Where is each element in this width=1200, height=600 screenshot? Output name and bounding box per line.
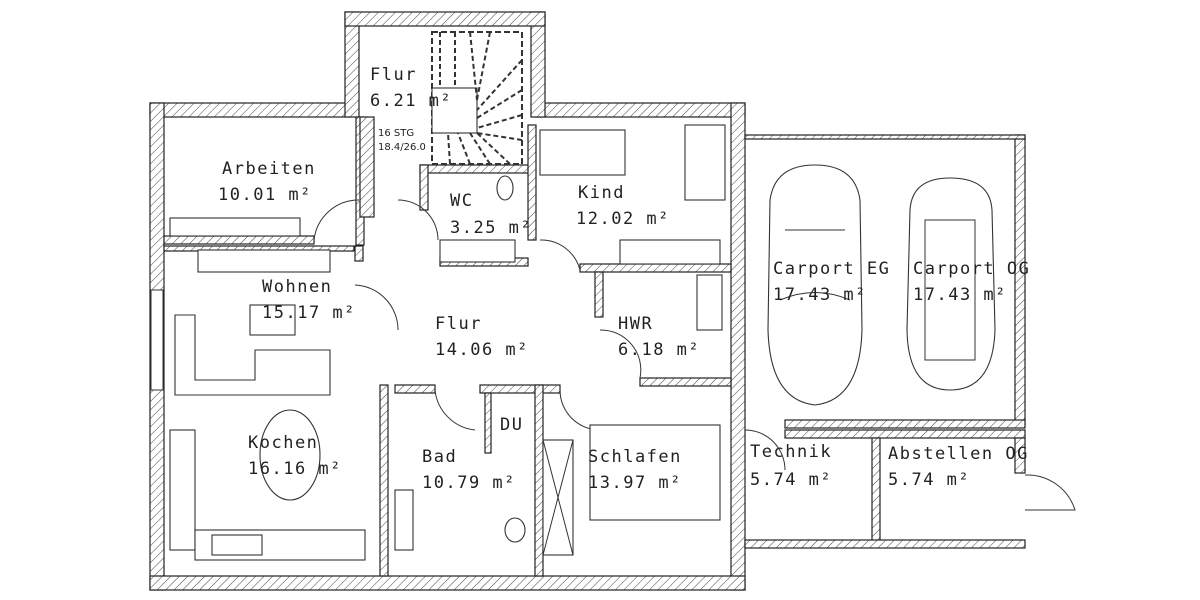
kid-shelf xyxy=(619,239,721,265)
kind-area: 12.02 m² xyxy=(576,209,670,229)
schlafen-label: Schlafen xyxy=(588,447,682,467)
wohnen-area: 15.17 m² xyxy=(262,303,356,323)
sideboard xyxy=(197,249,331,273)
technik-area: 5.74 m² xyxy=(750,470,832,490)
schlafen-area: 13.97 m² xyxy=(588,473,682,493)
window xyxy=(150,289,164,391)
wc-area: 3.25 m² xyxy=(450,218,532,238)
flur-upper-label: Flur xyxy=(370,65,417,85)
kochen-area: 16.16 m² xyxy=(248,459,342,479)
abstellen-area: 5.74 m² xyxy=(888,470,970,490)
flur-label: Flur xyxy=(435,314,482,334)
carport-eg-area: 17.43 m² xyxy=(773,285,867,305)
wardrobe xyxy=(684,124,726,201)
carport-walls xyxy=(744,134,1076,549)
toilet xyxy=(496,175,514,201)
abstellen-label: Abstellen OG xyxy=(888,444,1029,464)
bad-sink xyxy=(394,489,414,551)
car-eg xyxy=(767,164,863,406)
coffee-table xyxy=(249,304,296,336)
stairs-steps: 16 STG xyxy=(378,128,414,139)
desk xyxy=(539,129,626,176)
furniture xyxy=(169,124,726,561)
carport-eg-label: Carport EG xyxy=(773,259,890,279)
du-label: DU xyxy=(500,415,523,435)
hwr-label: HWR xyxy=(618,314,653,334)
flur-upper-area: 6.21 m² xyxy=(370,91,452,111)
sink xyxy=(211,534,263,556)
bad-area: 10.79 m² xyxy=(422,473,516,493)
doors xyxy=(313,199,786,471)
hwr-area: 6.18 m² xyxy=(618,340,700,360)
arbeiten-label: Arbeiten xyxy=(222,159,316,179)
stairs-ratio: 18.4/26.0 xyxy=(378,142,426,153)
bad-toilet xyxy=(504,517,526,543)
wohnen-label: Wohnen xyxy=(262,277,332,297)
flur-area: 14.06 m² xyxy=(435,340,529,360)
kitchen-counter-left xyxy=(169,429,196,551)
dining-table xyxy=(259,409,321,501)
staircase[interactable] xyxy=(431,31,523,165)
wc-sink xyxy=(439,239,516,263)
room-labels: Flur 6.21 m² 16 STG 18.4/26.0 Arbeiten 1… xyxy=(218,65,1030,493)
carport-og-area: 17.43 m² xyxy=(913,285,1007,305)
wc-label: WC xyxy=(450,191,473,211)
sofa xyxy=(174,314,331,396)
technik-label: Technik xyxy=(750,442,832,462)
outer-walls xyxy=(149,11,746,591)
kind-label: Kind xyxy=(578,183,625,203)
washer xyxy=(696,274,723,331)
arbeiten-area: 10.01 m² xyxy=(218,185,312,205)
bad-label: Bad xyxy=(422,447,457,467)
kochen-label: Kochen xyxy=(248,433,318,453)
bed xyxy=(589,424,721,521)
carport-og-label: Carport OG xyxy=(913,259,1030,279)
shelf xyxy=(169,217,301,237)
car-og xyxy=(906,177,996,391)
